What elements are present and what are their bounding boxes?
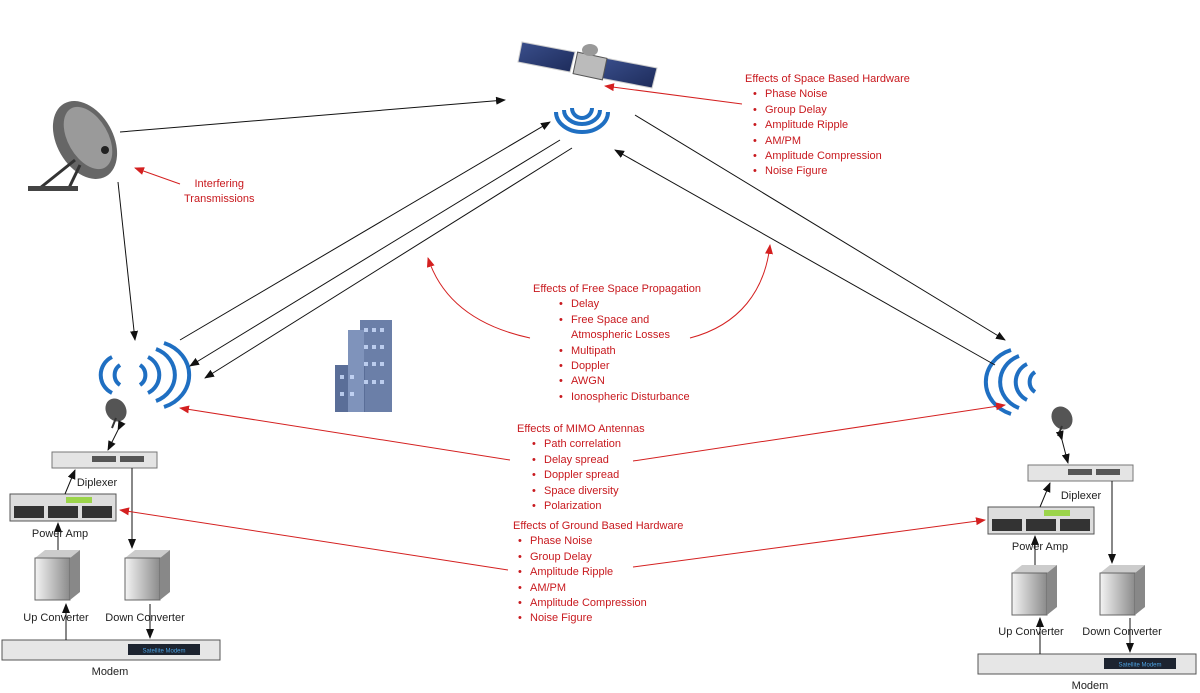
list-item: AM/PM: [518, 581, 683, 597]
free-space-title: Effects of Free Space Propagation: [533, 283, 701, 295]
list-item: Amplitude Ripple: [753, 118, 910, 134]
left-down-converter-label: Down Converter: [105, 612, 185, 624]
list-item: AWGN: [559, 374, 701, 390]
list-item: Space diversity: [532, 484, 645, 500]
left-down-converter-device: [124, 550, 170, 601]
interfering-line-2: Transmissions: [184, 193, 255, 206]
list-item: Group Delay: [518, 550, 683, 566]
right-modem-device: Satellite Modem: [977, 653, 1197, 675]
left-modem-device: Satellite Modem: [1, 639, 221, 661]
link-arrows: [54, 96, 1134, 654]
list-item: Doppler: [559, 359, 701, 375]
satellite-icon: [517, 41, 658, 89]
interfering-dish-icon: [28, 101, 118, 191]
space-hardware-effects: Effects of Space Based Hardware Phase No…: [745, 72, 910, 180]
right-dish-icon: [1051, 406, 1073, 437]
svg-text:Satellite Modem: Satellite Modem: [142, 649, 185, 655]
building-icon: [335, 320, 392, 412]
svg-text:Satellite Modem: Satellite Modem: [1118, 663, 1161, 669]
list-item: Amplitude Compression: [518, 596, 683, 612]
ground-hardware-title: Effects of Ground Based Hardware: [513, 520, 684, 532]
right-diplexer-device: [1027, 464, 1134, 482]
list-item-continuation: Atmospheric Losses: [571, 329, 671, 342]
left-dish-icon: [105, 398, 127, 429]
list-item: Amplitude Compression: [753, 149, 910, 165]
satellite-waves-icon: [554, 107, 610, 134]
list-item: Multipath: [559, 344, 701, 360]
left-up-converter-device: [34, 550, 80, 601]
list-item: Free Space and: [559, 313, 701, 329]
left-diplexer-device: [51, 451, 158, 469]
space-hardware-title: Effects of Space Based Hardware: [745, 73, 910, 85]
right-down-converter-label: Down Converter: [1082, 626, 1162, 638]
list-item: Polarization: [532, 499, 645, 515]
right-power-amp-device: [987, 506, 1095, 535]
right-modem-label: Modem: [1071, 680, 1109, 692]
list-item: Amplitude Ripple: [518, 565, 683, 581]
left-diplexer-label: Diplexer: [76, 477, 118, 489]
list-item: Ionospheric Disturbance: [559, 390, 701, 406]
left-power-amp-device: [9, 493, 117, 522]
effect-arrows: [119, 83, 1006, 571]
list-item: Delay spread: [532, 453, 645, 469]
list-item: Noise Figure: [753, 164, 910, 180]
ground-hardware-effects: Effects of Ground Based Hardware Phase N…: [513, 519, 683, 627]
left-up-converter-label: Up Converter: [23, 612, 89, 624]
list-item: Phase Noise: [753, 87, 910, 103]
right-waves-icon: [983, 348, 1037, 416]
list-item: Phase Noise: [518, 534, 683, 550]
right-up-converter-device: [1011, 565, 1057, 616]
right-diplexer-label: Diplexer: [1060, 490, 1102, 502]
free-space-effects: Effects of Free Space Propagation Delay …: [533, 282, 701, 406]
interfering-transmissions-label: Interfering Transmissions: [184, 177, 255, 208]
left-waves-icon: [98, 341, 192, 409]
left-power-amp-label: Power Amp: [31, 528, 89, 540]
right-down-converter-device: [1099, 565, 1145, 616]
list-item: Group Delay: [753, 103, 910, 119]
right-power-amp-label: Power Amp: [1011, 541, 1069, 553]
mimo-title: Effects of MIMO Antennas: [517, 423, 645, 435]
right-up-converter-label: Up Converter: [998, 626, 1064, 638]
interfering-line-1: Interfering: [194, 178, 245, 190]
left-modem-label: Modem: [91, 666, 129, 678]
list-item: AM/PM: [753, 134, 910, 150]
list-item: Doppler spread: [532, 468, 645, 484]
mimo-effects: Effects of MIMO Antennas Path correlatio…: [517, 422, 645, 515]
list-item: Path correlation: [532, 437, 645, 453]
list-item: Noise Figure: [518, 611, 683, 627]
list-item: Delay: [559, 297, 701, 313]
